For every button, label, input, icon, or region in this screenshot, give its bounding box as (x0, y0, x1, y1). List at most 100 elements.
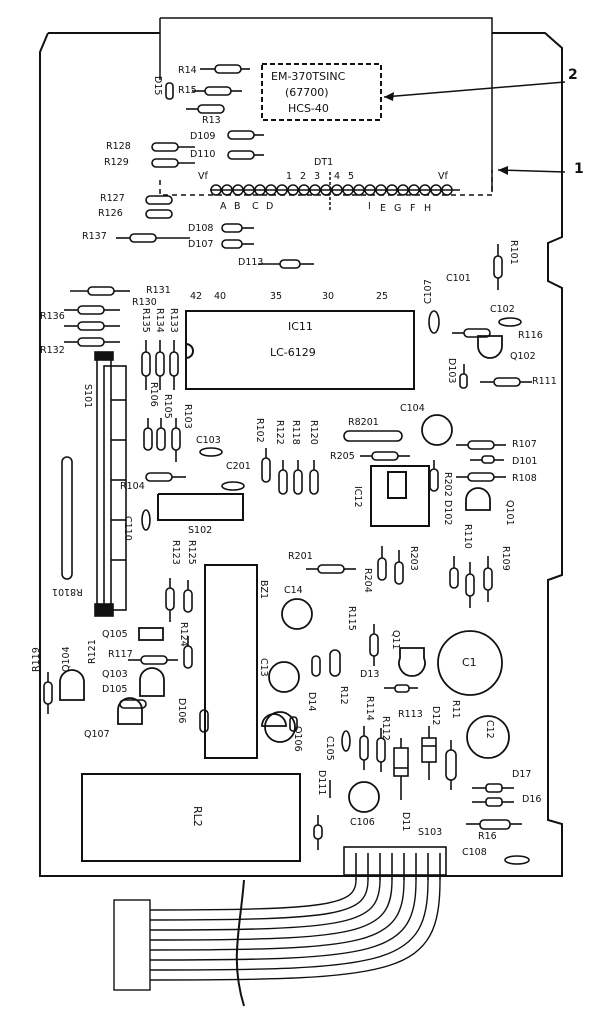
label-d15: D15 (152, 76, 163, 96)
label-d109: D109 (190, 131, 216, 142)
label-d107: D107 (188, 239, 214, 250)
label-r12: R12 (338, 686, 349, 705)
label-c13: C13 (258, 658, 269, 677)
dt1-num-3: 3 (314, 171, 321, 182)
label-d14: D14 (306, 692, 317, 712)
label-r13: R13 (202, 115, 221, 126)
label-q103: Q103 (102, 669, 128, 680)
dt1-num-4: 4 (334, 171, 341, 182)
label-c106: C106 (350, 817, 375, 828)
ic11-label: IC11 (288, 320, 313, 333)
label-r122: R122 (274, 420, 285, 445)
diode-group (329, 364, 514, 807)
dt1-letter-f: F (410, 203, 416, 214)
label-c12: C12 (484, 720, 495, 739)
label-r119: R119 (31, 647, 42, 672)
label-q102: Q102 (510, 351, 536, 362)
label-r133: R133 (168, 308, 179, 333)
dt1-pin-row (210, 172, 460, 210)
label-c103: C103 (196, 435, 221, 446)
label-r205: R205 (330, 451, 355, 462)
label-d111: D111 (316, 770, 327, 796)
label-r127: R127 (100, 193, 125, 204)
label-r137: R137 (82, 231, 107, 242)
callout-2: 2 (568, 67, 578, 83)
ribbon-cable (113, 879, 441, 1007)
label-r16: R16 (478, 831, 497, 842)
bz1-body (204, 564, 258, 759)
label-q106: Q106 (292, 726, 303, 752)
label-d17: D17 (512, 769, 532, 780)
label-r105: R105 (162, 394, 173, 419)
board-outline (39, 32, 563, 877)
label-r116: R116 (518, 330, 543, 341)
callout-2-arrow (383, 81, 566, 98)
label-c102: C102 (490, 304, 515, 315)
label-r107: R107 (512, 439, 537, 450)
label-r14: R14 (178, 65, 197, 76)
label-q101: Q101 (504, 500, 515, 526)
label-r136: R136 (40, 311, 65, 322)
ic-module-line3: HCS-40 (288, 102, 329, 115)
label-r204: R204 (362, 568, 373, 593)
dt1-num-5: 5 (348, 171, 355, 182)
ic11-pin-30: 30 (322, 291, 335, 302)
label-r102: R102 (254, 418, 265, 443)
dt1-letter-e: E (380, 203, 387, 214)
label-bz1: BZ1 (258, 580, 269, 600)
ribbon-connector (343, 846, 447, 880)
label-r112: R112 (380, 716, 391, 741)
resistor-group (43, 64, 532, 850)
label-c1: C1 (462, 656, 477, 669)
label-r129: R129 (104, 157, 129, 168)
s102-body (157, 493, 244, 521)
small-cap-group (141, 310, 530, 865)
label-r110: R110 (462, 524, 473, 549)
label-r115: R115 (346, 606, 357, 631)
ic11-pin-35: 35 (270, 291, 283, 302)
dt1-letter-d: D (266, 201, 274, 212)
label-r15: R15 (178, 85, 197, 96)
dt1-letter-b: B (234, 201, 241, 212)
label-r126: R126 (98, 208, 123, 219)
label-d102: D102 (442, 500, 453, 526)
label-r109: R109 (500, 546, 511, 571)
label-c107: C107 (423, 279, 434, 304)
ic-module-line2: (67700) (285, 86, 329, 99)
label-d105: D105 (102, 684, 128, 695)
label-d13: D13 (360, 669, 380, 680)
dt1-letter-i: I (368, 201, 371, 212)
label-r201: R201 (288, 551, 313, 562)
label-r125: R125 (186, 540, 197, 565)
label-r132: R132 (40, 345, 65, 356)
label-r123: R123 (170, 540, 181, 565)
label-r8101: R8101 (52, 586, 83, 597)
r8101-body (61, 456, 73, 580)
label-r134: R134 (154, 308, 165, 333)
s101-switch (94, 351, 127, 617)
ic11-body (185, 310, 415, 390)
label-ic12: IC12 (352, 486, 363, 508)
label-d103: D103 (446, 358, 457, 384)
callout-1-arrow (497, 169, 566, 173)
dt1-vf-right: Vf (438, 171, 448, 182)
label-r103: R103 (182, 404, 193, 429)
label-r104: R104 (120, 481, 145, 492)
circles-group (59, 335, 510, 813)
label-s101: S101 (82, 384, 93, 409)
module-outline (159, 17, 493, 192)
dt1-num-2: 2 (300, 171, 307, 182)
label-r118: R118 (290, 420, 301, 445)
label-c110: C110 (122, 516, 133, 541)
label-r203: R203 (408, 546, 419, 571)
label-r120: R120 (308, 420, 319, 445)
label-r114: R114 (364, 696, 375, 721)
label-r108: R108 (512, 473, 537, 484)
label-r121: R121 (87, 639, 98, 664)
label-r131: R131 (146, 285, 171, 296)
dt1-num-1: 1 (286, 171, 293, 182)
label-r202-d102: R202 (442, 472, 453, 497)
rl2-body (81, 773, 301, 862)
label-c14: C14 (284, 585, 303, 596)
